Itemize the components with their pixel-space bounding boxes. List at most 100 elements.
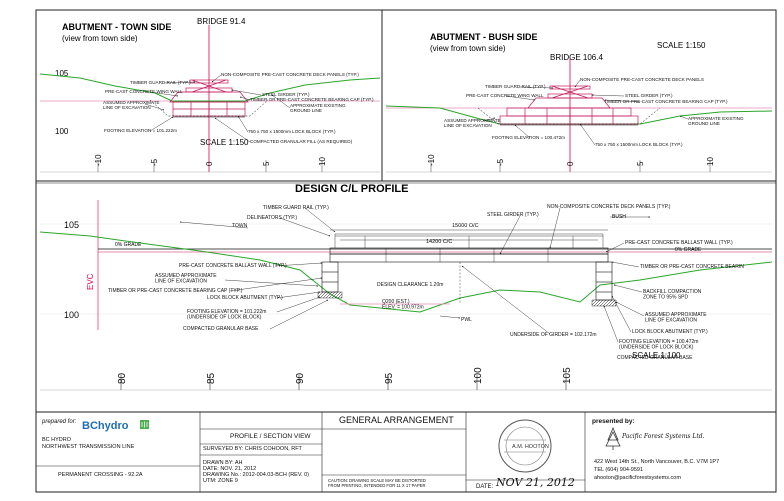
company-address: 422 West 14th St., North Vancouver, B.C.… — [594, 459, 720, 465]
utm-zone: UTM: ZONE 9 — [203, 478, 238, 484]
panel-abutment-town-side: ABUTMENT - TOWN SIDE (view from town sid… — [39, 17, 381, 173]
tick-bush-5: 5 — [636, 161, 645, 166]
station-85: 85 — [206, 372, 217, 384]
client-project: NORTHWEST TRANSMISSION LINE — [42, 444, 135, 450]
pnote-clearance: DESIGN CLEARANCE 1.20m — [377, 282, 443, 288]
note-footing-town: FOOTING ELEVATION = 101.222m — [104, 128, 177, 133]
right-abutment — [595, 261, 613, 301]
elevation-100-town: 100 — [55, 127, 69, 136]
panel-title-bush: ABUTMENT - BUSH SIDE — [430, 32, 538, 42]
caution-line: FROM PRINTING, INTENDED FOR 11 X 17 PAPE… — [328, 483, 426, 488]
tick-town-m10: -10 — [94, 154, 103, 166]
pnote-guard-rail: TIMBER GUARD RAIL (TYP.) — [263, 205, 329, 211]
pnote-footing-right: FOOTING ELEVATION = 100.472m(UNDERSIDE O… — [619, 339, 698, 351]
note-guard-rail-town: TIMBER GUARD RAIL (TYP.) — [130, 80, 191, 85]
tick-bush-0: 0 — [566, 161, 575, 166]
sheet-border — [35, 9, 777, 493]
caution-line: CAUTION: DRAWING SCALE MAY BE DISTORTED — [328, 478, 426, 483]
bridge-label-bush: BRIDGE 106.4 — [550, 53, 603, 62]
company-name: Pacific Forest Systems Ltd. — [622, 433, 705, 440]
scale-town: SCALE 1:150 — [200, 138, 249, 147]
profile-elev-100: 100 — [64, 310, 79, 320]
engineer-seal: A.M. HOOTON — [498, 419, 552, 473]
note-footing-bush: FOOTING ELEVATION = 100.472m — [492, 135, 565, 140]
panel-title-town: ABUTMENT - TOWN SIDE — [62, 22, 171, 32]
prepared-for-label: prepared for: — [42, 419, 77, 425]
abutment-structure-bush — [499, 85, 639, 125]
pnote-delineators: DELINEATORS (TYP.) — [247, 215, 297, 221]
tick-bush-m10: -10 — [427, 154, 436, 166]
presented-by-label: presented by: — [592, 418, 635, 425]
pfs-logo — [605, 426, 621, 450]
profile-grade-left: 0% GRADE — [115, 242, 142, 248]
scale-bush: SCALE 1:150 — [657, 41, 706, 50]
station-95: 95 — [384, 372, 395, 384]
profile-scale: SCALE 1:100 — [632, 351, 681, 360]
note-girder-bush: STEEL GIRDER (TYP.) — [625, 93, 673, 98]
bchydro-wordmark: BChydro — [82, 420, 129, 432]
note-deck-town: NON-COMPOSITE PRE-CAST CONCRETE DECK PAN… — [221, 72, 359, 77]
client-name: BC HYDRO — [42, 437, 72, 443]
pnote-lock-right: LOCK BLOCK ABUTMENT (TYP.) — [632, 329, 708, 335]
note-bearing-cap-town: TIMBER OR PRE-CAST CONCRETE BEARING CAP … — [250, 97, 374, 102]
note-lock-block-bush: 750 x 750 x 1500mm LOCK BLOCK (TYP.) — [595, 142, 683, 147]
pnote-underside: UNDERSIDE OF GIRDER = 102.172m — [510, 332, 597, 338]
note-fill-town: COMPACTED GRANULAR FILL (AS REQUIRED) — [250, 139, 353, 144]
tick-town-10: 10 — [318, 157, 327, 166]
panel-design-profile: DESIGN C/L PROFILE 105 100 EVC 0% GRADE … — [39, 183, 773, 391]
profile-title: DESIGN C/L PROFILE — [295, 183, 408, 195]
note-lock-block-town: 750 x 750 x 1500mm LOCK BLOCK (TYP.) — [248, 129, 336, 134]
panel-subtitle-bush: (view from town side) — [430, 44, 506, 53]
ground-line-town — [39, 73, 381, 102]
pnote-bearing-right: TIMBER OR PRE-CAST CONCRETE BEARIN — [640, 264, 744, 270]
abutment-structure-town — [169, 79, 249, 117]
tree-icon — [605, 426, 621, 447]
pnote-ballast-right: PRE-CAST CONCRETE BALLAST WALL (TYP.) — [625, 240, 733, 246]
pnote-bearing-cap-left: TIMBER OR PRE-CAST CONCRETE BEARING CAP … — [108, 288, 243, 294]
bridge-girder — [329, 253, 609, 263]
title-block — [36, 412, 586, 492]
bchydro-logo: BChydro — [82, 420, 149, 432]
pnote-q200: Q200 (EST.)ELEV. = 100.972m — [382, 299, 424, 311]
note-deck-bush: NON-COMPOSITE PRE-CAST CONCRETE DECK PAN… — [580, 77, 704, 82]
tick-bush-m5: -5 — [496, 158, 505, 166]
tick-town-m5: -5 — [150, 158, 159, 166]
tick-bush-10: 10 — [706, 157, 715, 166]
note-wing-wall-town: PRE-CAST CONCRETE WING WALL — [105, 89, 183, 94]
note-girder-town: STEEL GIRDER (TYP.) — [262, 92, 310, 97]
drawing-date: DATE: NOV. 21, 2012 — [203, 466, 257, 472]
station-80: 80 — [117, 372, 128, 384]
pnote-pwl: PWL — [461, 317, 472, 323]
pnote-footing-left: FOOTING ELEVATION = 101.222m(UNDERSIDE O… — [187, 309, 266, 321]
elevation-105-town: 105 — [55, 69, 69, 78]
tick-town-5: 5 — [262, 161, 271, 166]
drawing-number: DRAWING No.: 2012-004.03-BCH (REV. 0) — [203, 472, 309, 478]
pnote-deck: NON-COMPOSITE CONCRETE DECK PANELS (TYP.… — [547, 204, 671, 210]
profile-span: 15000 O/C — [452, 223, 479, 229]
left-abutment — [321, 261, 339, 293]
date-label: DATE: — [476, 484, 494, 490]
profile-span-inner: 14200 C/C — [426, 239, 452, 245]
note-wing-wall-bush: PRE-CAST CONCRETE WING WALL — [466, 93, 544, 98]
station-100: 100 — [473, 367, 484, 384]
note-bearing-cap-bush: TIMBER OR PRE-CAST CONCRETE BEARING CAP … — [604, 99, 728, 104]
seal-name: A.M. HOOTON — [512, 444, 549, 450]
view-label: PROFILE / SECTION VIEW — [230, 433, 311, 440]
note-guard-rail-bush: TIMBER GUARD RAIL (TYP.) — [485, 84, 546, 89]
panel-subtitle-town: (view from town side) — [62, 34, 138, 43]
station-105: 105 — [562, 367, 573, 384]
caution-note: CAUTION: DRAWING SCALE MAY BE DISTORTED … — [328, 478, 426, 488]
profile-town: TOWN — [232, 223, 248, 229]
pnote-ballast-left: PRE-CAST CONCRETE BALLAST WALL (TYP.) — [179, 263, 287, 269]
panel-abutment-bush-side: ABUTMENT - BUSH SIDE (view from town sid… — [385, 32, 773, 173]
company-tel: TEL (604) 904-9591 — [594, 467, 644, 473]
profile-grade-right: 0% GRADE — [675, 247, 702, 253]
